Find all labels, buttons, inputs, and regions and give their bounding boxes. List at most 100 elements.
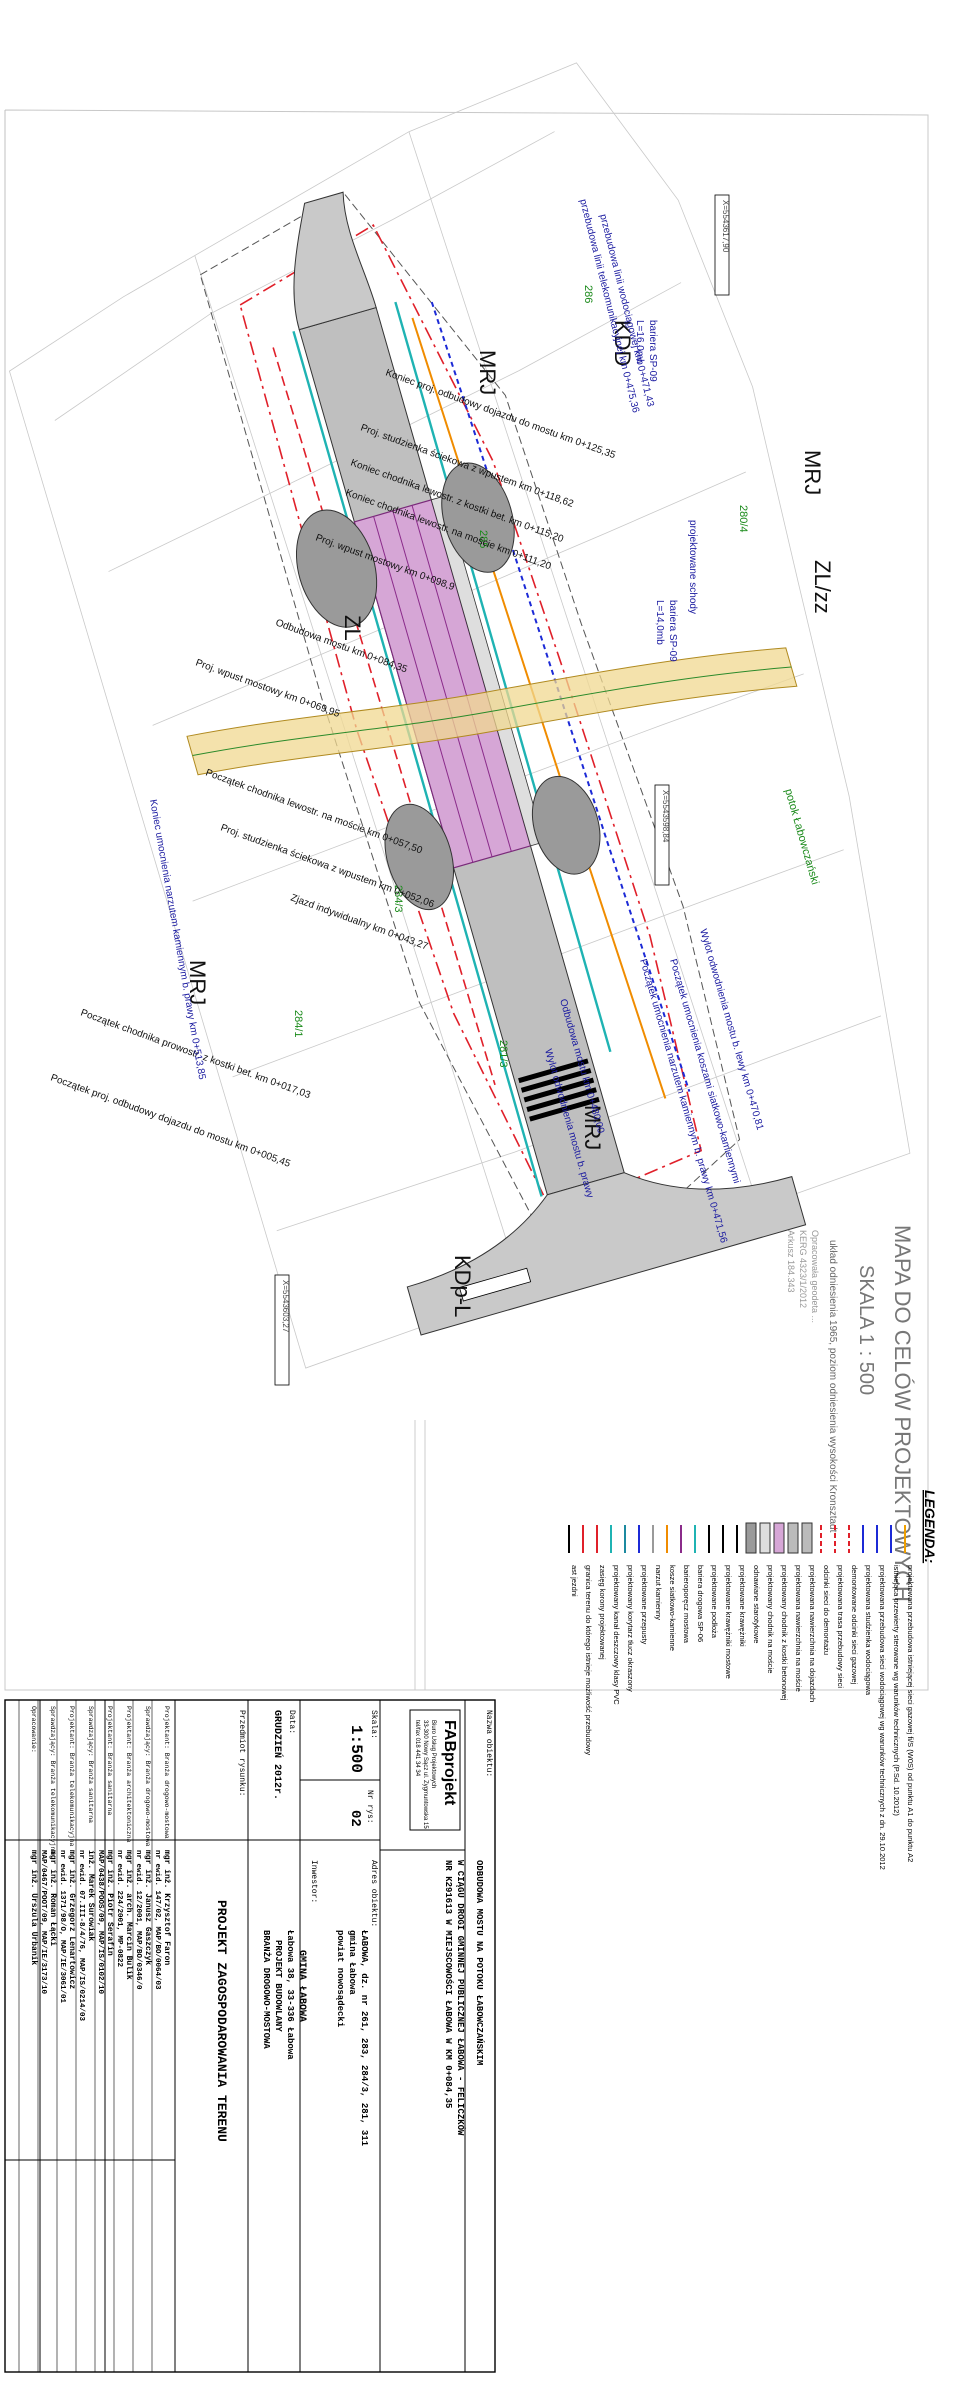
junction [406, 1172, 807, 1336]
legend-item-label: barieroporęcz mostowa [682, 1565, 691, 1644]
scale-label: Skala: [369, 1710, 378, 1739]
person-name: inż. Marek Surowiak [86, 1850, 95, 1941]
person-license: nr ewid. 07.III-8/4/76, MAP/IS/0214/03 [77, 1850, 85, 2022]
sidewalk-bridge [430, 495, 545, 847]
person-license: nr ewid. 224/2001, MP-0822 [115, 1850, 123, 1968]
person-name: mgr inż. Grzegorz Lenartowicz [67, 1850, 76, 1989]
legend: LEGENDA: projektowana przebudowa istniej… [568, 1490, 938, 1870]
barrier-labels: bariera SP-09 L=16,0mb bariera SP-09 L=1… [634, 320, 698, 662]
legend-item-label: projektowane krawężniki mostowe [724, 1565, 733, 1679]
person-role: Sprawdzający: Branża sanitarna [87, 1706, 94, 1823]
chainage-9: Początek chodnika lewostr. na moście km … [204, 767, 424, 856]
barrier-left [292, 330, 543, 1197]
company-phone: tel/fax 018 441 34 34 [414, 1720, 420, 1777]
title-block: FABprojekt Biuro Usług Projektowych 33-3… [4, 1699, 496, 2373]
legend-item-label: projektowane przepusty [640, 1565, 649, 1644]
map-note-2: Arkusz 184.343 [786, 1230, 796, 1293]
map-system: układ odniesienia 1965, poziom odniesien… [827, 1240, 838, 1533]
survey-frame [4, 109, 929, 1691]
legend-symbol [745, 1522, 757, 1554]
legend-item-label: projektowany korytarz tłucz okraszony [626, 1565, 635, 1692]
zone-label-4: ZL [340, 615, 365, 641]
chainage-13: Początek proj. odbudowy dojazdu do mostu… [49, 1072, 292, 1169]
barrier-label-1: bariera SP-09 [647, 320, 658, 382]
drawing-no: 02 [347, 1810, 363, 1827]
company-logo: FABprojekt [441, 1720, 458, 1806]
person-license: nr ewid. 12/2001, MAP/BO/0346/0 [134, 1850, 142, 1990]
lot-number-0: 286 [582, 285, 594, 303]
legend-item-label: demontowane odcinki sieci gazowej [850, 1565, 859, 1685]
legend-item-label: projektowana trasa przebudowy sieci [836, 1565, 845, 1688]
person-license: nr ewid. 1371/98/O, MAP/IE/3061/01 [58, 1850, 66, 2004]
zone-label-3: MRJ [580, 1105, 605, 1150]
legend-symbol [759, 1522, 771, 1554]
lot-number-4: 284/1 [292, 1010, 304, 1038]
title-block-area: FABprojekt Biuro Usług Projektowych 33-3… [0, 1690, 960, 2388]
company-sub: Biuro Usług Projektowych [430, 1720, 436, 1788]
lot-number-5: 281/3 [497, 1040, 509, 1068]
person-role: Projektant: Branża sanitarna [106, 1706, 113, 1815]
coordinate-boxes: X=5543617,90 X=5543598,84 X=5543603,27 [274, 194, 730, 1386]
legend-title: LEGENDA: [922, 1490, 938, 1563]
legend-item-label: projektowana przebudowa istniejącej siec… [906, 1565, 915, 1862]
map-header: MAPA DO CELÓW PROJEKTOWYCH SKALA 1 : 500… [786, 1225, 915, 1602]
map-note-0: Opracowała geodeta ... [810, 1230, 820, 1323]
coord-0: X=5543617,90 [721, 200, 730, 253]
legend-symbol [787, 1522, 799, 1554]
legend-item-label: granica terenu do którego istnieje możli… [584, 1565, 593, 1755]
legend-item-label: projektowany chodnik z kostki betonowej [780, 1565, 789, 1701]
legend-item-label: kosze siatkowo-kamienne [668, 1565, 677, 1651]
legend-items: projektowana przebudowa istniejącej siec… [568, 1522, 915, 1870]
riprap-upper-right [441, 462, 515, 573]
person-role: Opracowanie: [30, 1706, 37, 1753]
legend-item-label: projektowany kanał deszczowy klasy PVC [612, 1565, 621, 1705]
road-sign [459, 1267, 532, 1302]
legend-item-label: projektowana przebudowa sieci wodociągow… [878, 1565, 887, 1870]
legend-symbol [801, 1522, 813, 1554]
bridge-deck-lines [373, 505, 512, 863]
legend-item-label: istniejąca przewierty sterowane wg warun… [892, 1565, 901, 1816]
legend-symbol [773, 1522, 785, 1554]
date-label: Data: [287, 1710, 296, 1734]
person-name: mgr inż. Krzysztof Faron [162, 1850, 171, 1965]
coord-1: X=5543598,84 [661, 790, 670, 843]
lot-number-2: 280/4 [737, 505, 749, 533]
person-role: Sprawdzający: Branża telekomunikacyjna [49, 1706, 56, 1854]
address-value-2: powiat nowosądecki [335, 1930, 345, 2028]
scale-value: 1:500 [347, 1725, 365, 1773]
zone-label-2: MRJ [185, 960, 210, 1005]
person-name: mgr inż. arch. Marcin Bulik [124, 1850, 133, 1980]
barrier-right [394, 301, 612, 1053]
map-scale: SKALA 1 : 500 [855, 1265, 877, 1395]
zone-label-0: MRJ [475, 350, 500, 395]
object-name-2: NR K291613 W MIEJSCOWOŚCI ŁABOWA W KM 0+… [443, 1860, 454, 2108]
map-note-1: KERG 4323/1/2012 [798, 1230, 808, 1308]
person-role: Projektant: Branża drogowo-mostowa [163, 1706, 170, 1839]
drawing-no-label: Nr rys: [365, 1790, 374, 1824]
person-role: Sprawdzający: Branża drogowo-mostowa [144, 1706, 151, 1847]
riprap-lower-left [384, 803, 454, 911]
legend-item-label: odnawiane starotykowe [752, 1565, 761, 1643]
zone-label-6: KDD [610, 320, 635, 366]
person-role: Projektant: Branża telekomunikacyjna [68, 1706, 75, 1847]
person-name: mgr inż. Piotr Serafin [105, 1850, 114, 1956]
legend-item-label: projektowane podłoża [710, 1565, 719, 1639]
legend-item-label: odcinki sieci do demontażu [822, 1565, 831, 1655]
lot-number-3: 284/3 [392, 885, 404, 913]
legend-item-label: projektowana studzienka wodociągowa [864, 1565, 873, 1696]
zone-labels: MRJ MRJ MRJ MRJ ZL ZL/zz KDD KDp-L [185, 320, 835, 1317]
person-name: mgr inż. Urszula Urbanik [29, 1850, 38, 1965]
graphic-scale [414, 1420, 426, 1690]
legend-item-label: narzut kamienny [654, 1565, 663, 1620]
telecom-line [430, 301, 691, 1092]
lot-number-1: 285 [477, 530, 489, 548]
chainage-8: Proj. wpust mostowy km 0+069,95 [194, 657, 342, 720]
barrier-label-2: bariera SP-09 [667, 600, 678, 662]
crosswalk [518, 1058, 600, 1122]
person-license: MAP/0438/POOS/09, MAP/IS/0102/10 [96, 1850, 104, 1995]
barrier-length-1: L=16,0mb [634, 320, 645, 365]
legend-item-label: zasięg korony projektowanej [598, 1565, 607, 1660]
stream-label: potok Łabowczański [782, 788, 821, 887]
object-name-0: ODBUDOWA MOSTU NA POTOKU ŁABOWCZAŃSKIM [474, 1860, 485, 2065]
